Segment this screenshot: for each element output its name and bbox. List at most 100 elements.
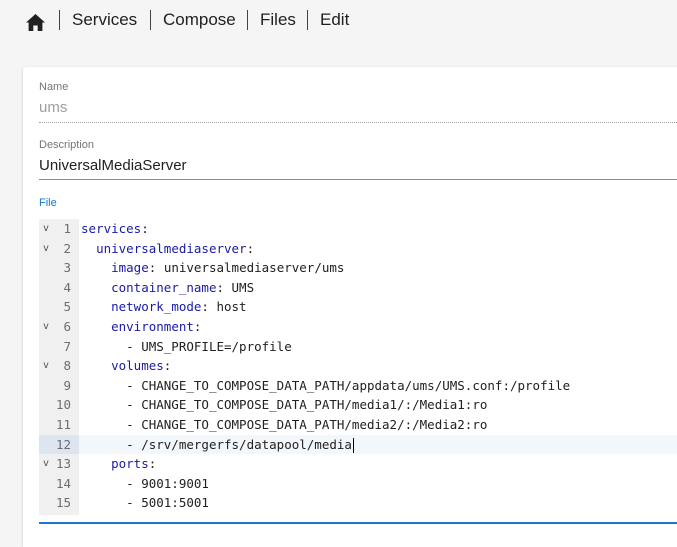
line-number: 2 [63,240,71,256]
code-text: - 5001:5001 [81,493,209,513]
code-text: - CHANGE_TO_COMPOSE_DATA_PATH/media2/:/M… [81,415,487,435]
line-number: 14 [55,475,71,491]
code-text: environment: [81,317,201,337]
name-label: Name [39,81,69,93]
yaml-value: - /srv/mergerfs/datapool/media [126,436,352,452]
code-indent [81,241,96,256]
gutter-cell: 9 [39,376,79,396]
fold-toggle-icon[interactable]: v [42,223,50,234]
code-line[interactable]: v 6 environment: [39,317,677,337]
breadcrumb-files[interactable]: Files [260,10,296,29]
yaml-separator: : [216,279,232,295]
code-indent [81,417,126,432]
code-indent [81,299,111,314]
code-text: network_mode: host [81,297,246,317]
code-line[interactable]: 14 - 9001:9001 [39,474,677,494]
gutter-cell: 3 [39,258,79,278]
code-text: universalmediaserver: [81,239,254,259]
breadcrumb-separator [307,10,308,30]
yaml-separator: : [148,456,157,472]
line-number: 15 [55,495,71,511]
code-line[interactable]: 10 - CHANGE_TO_COMPOSE_DATA_PATH/media1/… [39,395,677,415]
gutter-cell: 5 [39,297,79,317]
code-line[interactable]: 11 - CHANGE_TO_COMPOSE_DATA_PATH/media2/… [39,415,677,435]
yaml-key: network_mode [111,299,202,315]
home-button[interactable] [24,12,46,32]
code-line[interactable]: 15 - 5001:5001 [39,493,677,513]
code-text: - UMS_PROFILE=/profile [81,337,292,357]
code-text: volumes: [81,356,171,376]
gutter-cell: 11 [39,415,79,435]
yaml-key: ports [111,456,149,472]
description-field[interactable]: UniversalMediaServer [39,157,187,174]
code-text: - /srv/mergerfs/datapool/media [81,435,354,455]
code-indent [81,280,111,295]
breadcrumb: Services Compose Files Edit [0,0,677,42]
code-indent [81,476,126,491]
yaml-value: - CHANGE_TO_COMPOSE_DATA_PATH/appdata/um… [126,377,571,393]
breadcrumb-services[interactable]: Services [72,10,138,29]
breadcrumb-separator [150,10,151,30]
line-number: 3 [63,260,71,276]
code-indent [81,339,126,354]
code-line[interactable]: 5 network_mode: host [39,297,677,317]
yaml-value: - UMS_PROFILE=/profile [126,338,292,354]
line-number: 5 [63,299,71,315]
code-indent [81,260,111,275]
code-indent [81,437,126,452]
line-number: 6 [63,319,71,334]
line-number: 13 [55,456,71,472]
yaml-separator: : [163,358,172,374]
yaml-key: image [111,260,149,276]
fold-toggle-icon[interactable]: v [42,321,50,332]
code-indent [81,319,111,334]
code-line[interactable]: 3 image: universalmediaserver/ums [39,258,677,278]
fold-toggle-icon[interactable]: v [42,360,50,372]
yaml-key: environment [111,319,194,334]
code-text: image: universalmediaserver/ums [81,258,344,278]
text-cursor [352,437,354,453]
gutter-cell: 14 [39,474,79,494]
yaml-value: universalmediaserver/ums [163,260,345,276]
code-indent [81,495,126,510]
code-text: services: [81,219,149,239]
code-line[interactable]: 4 container_name: UMS [39,278,677,298]
code-line[interactable]: 9 - CHANGE_TO_COMPOSE_DATA_PATH/appdata/… [39,376,677,396]
yaml-key: services [81,221,142,236]
breadcrumb-compose[interactable]: Compose [163,10,236,29]
code-line[interactable]: v 13 ports: [39,454,677,474]
yaml-separator: : [148,260,164,276]
yaml-value: - CHANGE_TO_COMPOSE_DATA_PATH/media1/:/M… [126,397,488,413]
line-number: 7 [63,338,71,354]
line-number: 11 [55,417,71,432]
yaml-separator: : [193,319,202,334]
description-field-underline [39,179,677,180]
fold-toggle-icon[interactable]: v [42,242,50,254]
description-label: Description [39,139,95,151]
breadcrumb-separator [59,10,60,30]
editor-focus-underline [39,522,677,524]
line-number: 8 [63,358,71,374]
code-text: ports: [81,454,156,474]
yaml-value: - 5001:5001 [126,495,209,511]
yaml-key: volumes [111,358,164,374]
breadcrumb-separator [247,10,248,30]
code-indent [81,397,126,412]
code-indent [81,378,126,393]
fold-toggle-icon[interactable]: v [42,458,50,470]
code-line[interactable]: 12 - /srv/mergerfs/datapool/media [39,434,677,455]
line-number: 10 [55,397,71,413]
editor-gutter [39,219,79,515]
code-line[interactable]: 7 - UMS_PROFILE=/profile [39,337,677,357]
code-indent [81,456,111,471]
name-field: ums [39,99,68,116]
yaml-value: - CHANGE_TO_COMPOSE_DATA_PATH/media2/:/M… [126,417,488,432]
line-number: 9 [63,377,71,393]
compose-edit-form: Name ums Description UniversalMediaServe… [23,67,677,547]
